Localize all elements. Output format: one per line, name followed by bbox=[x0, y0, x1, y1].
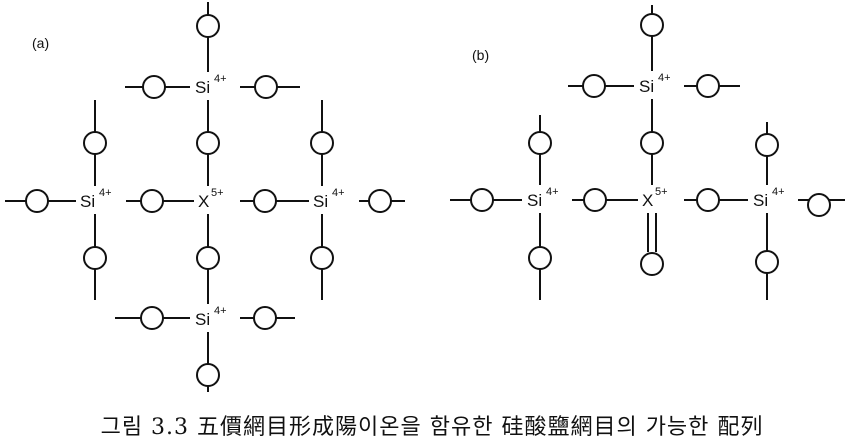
si-cation-label: Si 4+ bbox=[190, 304, 240, 332]
oxygen-atom bbox=[196, 246, 220, 270]
oxygen-atom bbox=[25, 189, 49, 213]
si-cation-label: Si 4+ bbox=[748, 185, 798, 213]
oxygen-atom bbox=[640, 131, 664, 155]
svg-text:Si: Si bbox=[80, 192, 95, 211]
oxygen-atom bbox=[583, 188, 607, 212]
svg-text:Si: Si bbox=[639, 77, 654, 96]
figure-caption: 그림 3.3 五價網目形成陽이온을 함유한 硅酸鹽網目의 가능한 配列 bbox=[101, 415, 764, 440]
panel-a-label: (a) bbox=[32, 35, 49, 51]
oxygen-atom bbox=[83, 246, 107, 270]
svg-text:4+: 4+ bbox=[546, 186, 559, 198]
svg-text:4+: 4+ bbox=[332, 187, 345, 199]
svg-text:5+: 5+ bbox=[655, 186, 668, 198]
oxygen-atom bbox=[196, 363, 220, 387]
panel-b-label: (b) bbox=[472, 47, 489, 63]
oxygen-atom bbox=[755, 133, 779, 157]
oxygen-atom bbox=[253, 189, 277, 213]
panel-a-network: Si 4+ Si 4+ X 5+ Si 4+ Si 4+ bbox=[5, 2, 405, 392]
si-cation-label: Si 4+ bbox=[522, 185, 572, 213]
panel-b-network: Si 4+ Si 4+ X 5+ Si 4+ bbox=[450, 5, 845, 300]
si-cation-label: Si 4+ bbox=[190, 72, 240, 100]
svg-text:Si: Si bbox=[195, 78, 210, 97]
x-cation-label: X 5+ bbox=[638, 185, 684, 213]
oxygen-atom bbox=[310, 246, 334, 270]
svg-text:Si: Si bbox=[527, 191, 542, 210]
oxygen-atom bbox=[696, 188, 720, 212]
svg-text:4+: 4+ bbox=[214, 305, 227, 317]
svg-text:X: X bbox=[198, 192, 209, 211]
si-cation-label: Si 4+ bbox=[76, 186, 126, 214]
oxygen-atom bbox=[142, 75, 166, 99]
oxygen-atom bbox=[470, 188, 494, 212]
oxygen-atom bbox=[528, 246, 552, 270]
oxygen-atom bbox=[83, 131, 107, 155]
si-cation-label: Si 4+ bbox=[309, 186, 359, 214]
oxygen-atom bbox=[253, 306, 277, 330]
oxygen-atom bbox=[807, 193, 831, 217]
svg-text:4+: 4+ bbox=[658, 72, 671, 84]
oxygen-atom bbox=[640, 13, 664, 37]
svg-text:4+: 4+ bbox=[99, 187, 112, 199]
svg-text:4+: 4+ bbox=[772, 186, 785, 198]
oxygen-atom bbox=[310, 131, 334, 155]
svg-text:Si: Si bbox=[753, 191, 768, 210]
oxygen-atom bbox=[755, 250, 779, 274]
svg-text:5+: 5+ bbox=[211, 187, 224, 199]
oxygen-atom bbox=[140, 189, 164, 213]
x-cation-label: X 5+ bbox=[194, 186, 240, 214]
svg-text:4+: 4+ bbox=[214, 73, 227, 85]
oxygen-atom bbox=[196, 14, 220, 38]
oxygen-atom bbox=[640, 252, 664, 276]
oxygen-atom bbox=[140, 306, 164, 330]
oxygen-atom bbox=[368, 189, 392, 213]
oxygen-atom bbox=[582, 74, 606, 98]
svg-text:X: X bbox=[642, 191, 653, 210]
svg-text:Si: Si bbox=[195, 310, 210, 329]
oxygen-atom bbox=[196, 131, 220, 155]
si-cation-label: Si 4+ bbox=[634, 71, 684, 99]
oxygen-atom bbox=[254, 75, 278, 99]
oxygen-atom bbox=[696, 74, 720, 98]
svg-text:Si: Si bbox=[313, 192, 328, 211]
oxygen-atom bbox=[528, 131, 552, 155]
